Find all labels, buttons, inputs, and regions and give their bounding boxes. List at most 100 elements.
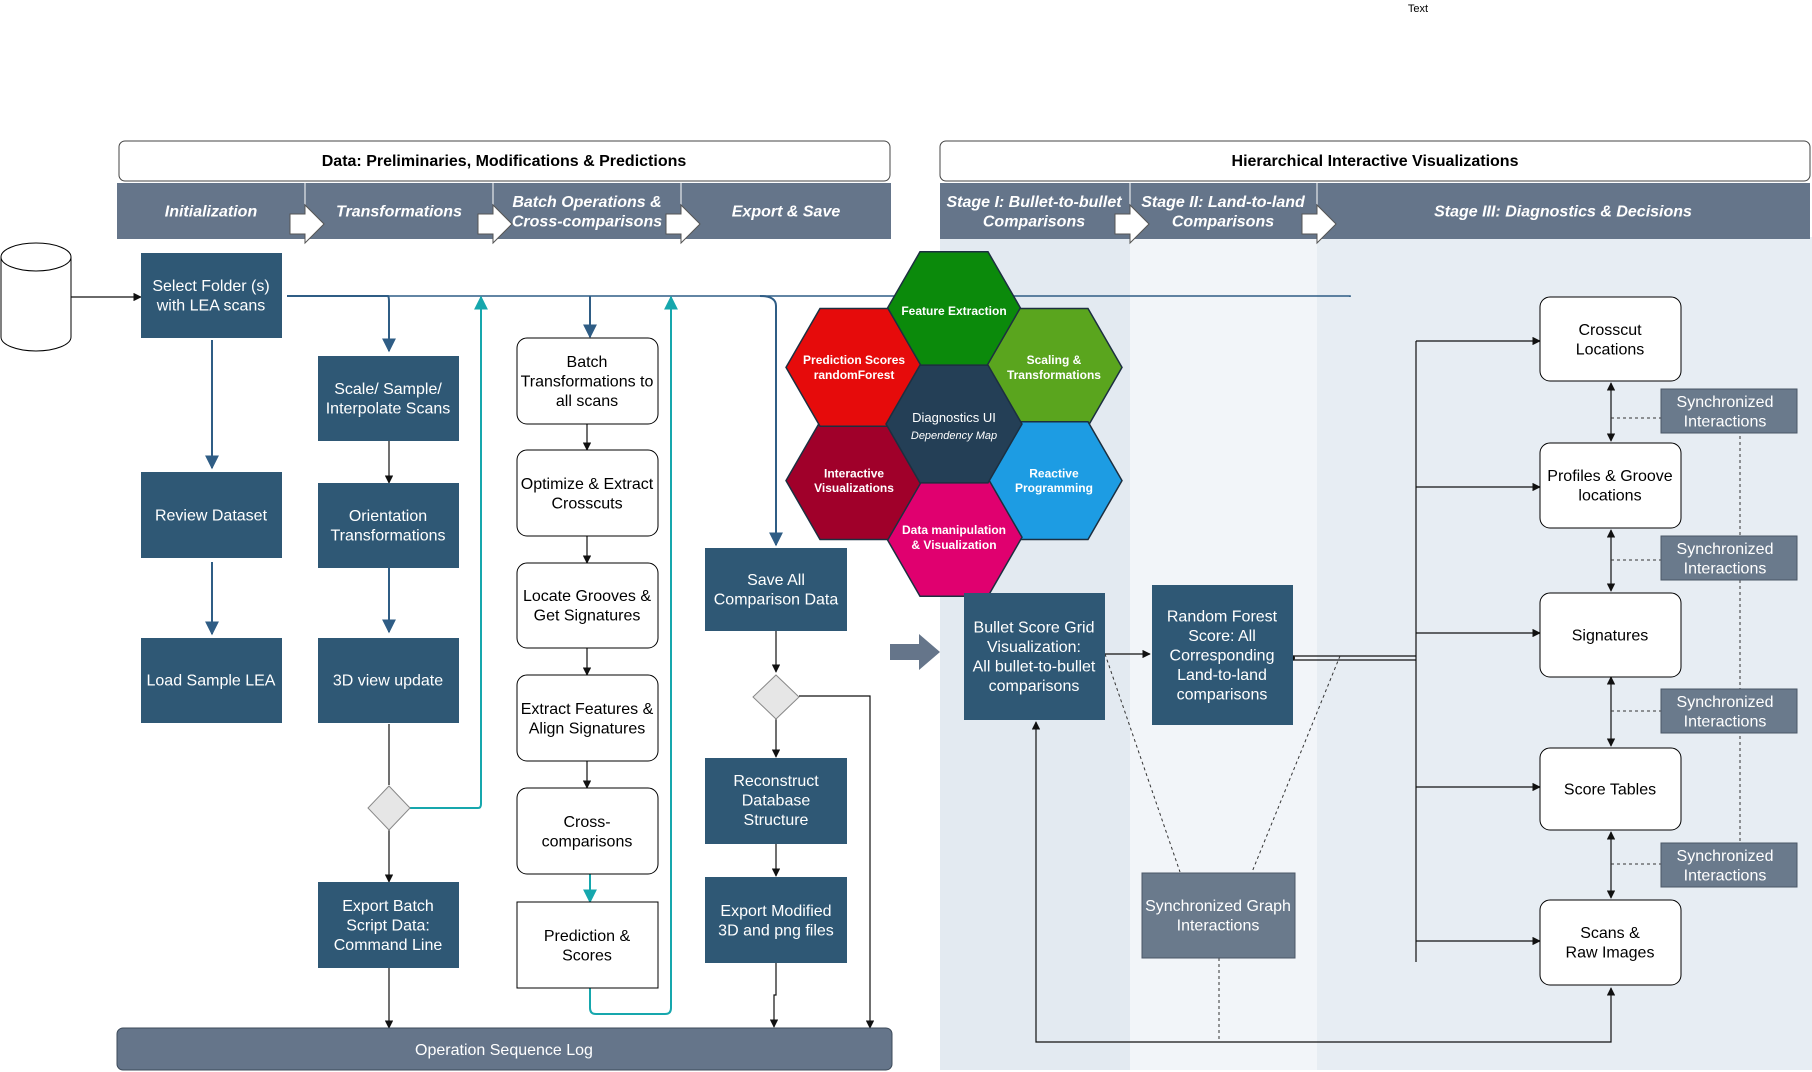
reconstruct-db-label-line: Structure xyxy=(744,812,809,829)
batch-transform-label-line: Transformations to xyxy=(521,374,654,391)
load-sample-box[interactable] xyxy=(141,638,282,723)
stage3-boxes xyxy=(1539,296,1682,986)
init-boxes xyxy=(141,253,282,723)
locate-grooves-box[interactable] xyxy=(516,562,659,649)
prediction-scores-box[interactable] xyxy=(516,901,659,989)
select-folder-label-line: with LEA scans xyxy=(156,297,266,314)
sync-interaction-boxes xyxy=(1660,388,1798,888)
stage3-label: Signatures xyxy=(1572,628,1649,645)
rf-score-label-line: comparisons xyxy=(1177,687,1268,704)
transform-boxes xyxy=(318,356,459,968)
export-modified-box[interactable] xyxy=(705,877,847,963)
left-stage-label: Initialization xyxy=(165,204,258,221)
viz-connectors xyxy=(1031,336,1616,1043)
teal-connectors xyxy=(410,295,678,1015)
export-batch-box[interactable] xyxy=(318,882,459,968)
view3d-label-line: 3D view update xyxy=(333,673,443,690)
view3d-box[interactable] xyxy=(318,638,459,723)
hex-petal-label-line: Data manipulation xyxy=(902,523,1006,537)
export-batch-label-line: Script Data: xyxy=(346,918,430,935)
sync-box-4[interactable] xyxy=(1660,842,1798,888)
profiles-box[interactable] xyxy=(1539,442,1682,529)
stage3-label-line: Raw Images xyxy=(1566,944,1655,961)
cross-comparisons-box[interactable] xyxy=(516,787,659,875)
locate-grooves-label-line: Get Signatures xyxy=(534,607,641,624)
batch-transform-box[interactable] xyxy=(516,337,659,425)
left-stage-label-line: Cross-comparisons xyxy=(512,213,662,230)
sync-box-2[interactable] xyxy=(1660,535,1798,581)
stage3-label-line: Signatures xyxy=(1572,628,1649,645)
sync-box-1[interactable] xyxy=(1660,388,1798,434)
rf-score-label-line: Land-to-land xyxy=(1177,667,1267,684)
extract-features-box[interactable] xyxy=(516,674,659,762)
score-tables-box[interactable] xyxy=(1539,747,1682,831)
right-stage-label: Stage III: Diagnostics & Decisions xyxy=(1434,204,1692,221)
right-stage-label-line: Comparisons xyxy=(983,213,1085,230)
section-transition-arrow xyxy=(890,634,940,670)
random-forest-score-box[interactable] xyxy=(1152,585,1293,725)
export-modified-label-line: Export Modified xyxy=(720,903,831,920)
stage3-label-line: Locations xyxy=(1576,341,1645,358)
review-dataset-box[interactable] xyxy=(141,472,282,558)
operation-log-bar[interactable] xyxy=(116,1027,893,1071)
scale-sample-label-line: Scale/ Sample/ xyxy=(334,381,442,398)
reconstruct-db-box[interactable] xyxy=(705,758,847,844)
hex-center-subtitle: Dependency Map xyxy=(911,430,997,442)
hex-petal-label-line: randomForest xyxy=(814,368,895,382)
optimize-extract-box[interactable] xyxy=(516,449,659,537)
scale-sample-box[interactable] xyxy=(318,356,459,441)
blue-connectors xyxy=(205,295,1351,636)
locate-grooves-label: Locate Grooves &Get Signatures xyxy=(523,588,651,625)
hex-center-title: Diagnostics UI xyxy=(912,410,996,425)
orientation-label-line: Orientation xyxy=(349,508,427,525)
scans-raw-box[interactable] xyxy=(1539,899,1682,986)
export-modified-label-line: 3D and png files xyxy=(718,922,834,939)
load-sample-label-line: Load Sample LEA xyxy=(147,673,276,690)
orientation-label-line: Transformations xyxy=(331,527,446,544)
hex-petal-label: Data manipulation& Visualization xyxy=(902,523,1006,552)
hex-petal-label: Feature Extraction xyxy=(901,304,1006,318)
sync-interaction-label-line: Synchronized xyxy=(1677,848,1774,865)
rf-score-label-line: Corresponding xyxy=(1170,648,1275,665)
bullet-score-grid-box[interactable] xyxy=(964,593,1105,720)
sync-box-3[interactable] xyxy=(1660,688,1798,734)
sync-interaction-label-line: Interactions xyxy=(1684,413,1767,430)
stage3-label: Scans &Raw Images xyxy=(1566,925,1655,962)
sync-graph-label-line: Synchronized Graph xyxy=(1145,898,1291,915)
hex-petal-label-line: & Visualization xyxy=(911,538,996,552)
hex-petal-label-line: Programming xyxy=(1015,481,1093,495)
hex-petal-label: Scaling &Transformations xyxy=(1007,353,1101,382)
crosscut-box[interactable] xyxy=(1539,296,1682,382)
view3d-label: 3D view update xyxy=(333,673,443,690)
sync-graph-label-line: Interactions xyxy=(1177,917,1260,934)
select-folder-box[interactable] xyxy=(141,253,282,338)
sync-graph-box[interactable] xyxy=(1141,872,1296,959)
signatures-box[interactable] xyxy=(1539,592,1682,678)
save-all-box[interactable] xyxy=(705,548,847,631)
export-batch-label-line: Command Line xyxy=(334,937,443,954)
cross-comparisons-label: Cross-comparisons xyxy=(542,814,633,851)
left-stage-label-line: Transformations xyxy=(336,204,462,221)
sync-interaction-label-line: Interactions xyxy=(1684,560,1767,577)
batch-boxes xyxy=(516,337,659,989)
hex-petal-label-line: Reactive xyxy=(1029,467,1079,481)
sync-interaction-label-line: Synchronized xyxy=(1677,394,1774,411)
review-dataset-label-line: Review Dataset xyxy=(155,508,268,525)
corner-text: Text xyxy=(1408,3,1428,15)
sync-interaction-label-line: Synchronized xyxy=(1677,694,1774,711)
orientation-box[interactable] xyxy=(318,483,459,568)
optimize-extract-label-line: Optimize & Extract xyxy=(521,476,654,493)
